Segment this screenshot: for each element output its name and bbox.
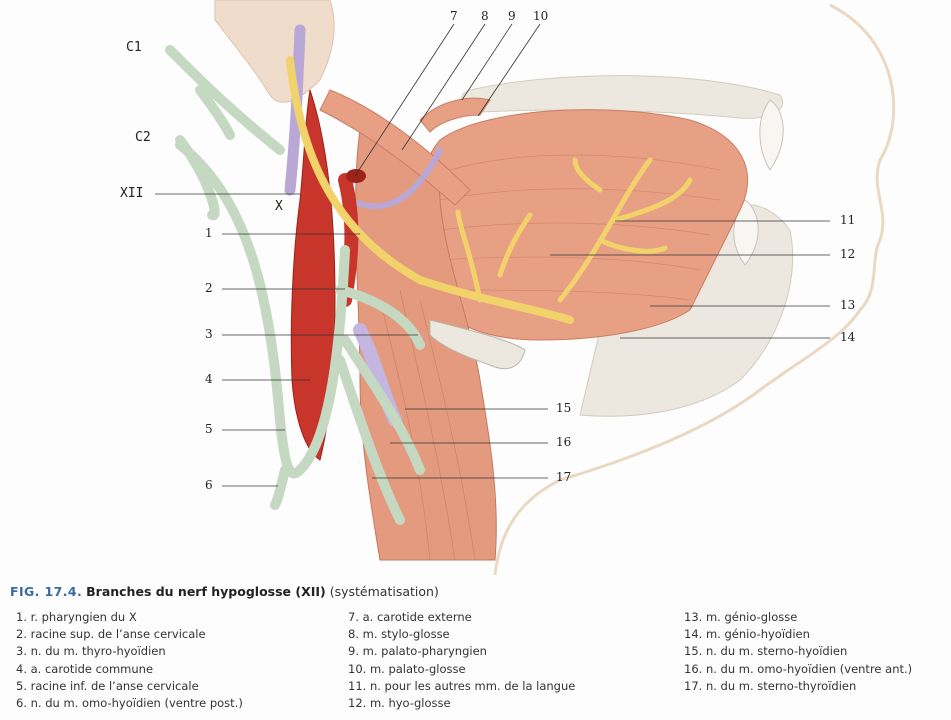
legend-item: 16. n. du m. omo-hyoïdien (ventre ant.) [684,661,913,676]
legend-item: 13. m. génio-glosse [684,610,798,624]
callout-5: 5 [205,422,213,436]
hypoglossal-branch-4 [612,177,693,223]
c1-nerve [165,45,285,155]
c1-branch [195,85,235,140]
skull-base [214,0,335,103]
legend-item: 11. n. pour les autres mm. de la langue [348,678,576,693]
callout-13: 13 [840,298,856,312]
stylo-glosse [319,89,471,206]
callout-1: 1 [205,226,213,240]
callout-8: 8 [481,9,489,23]
legend-item: 17. n. du m. sterno-thyroïdien [684,678,857,693]
sterno-branches [340,335,425,475]
callout-4: 4 [205,372,213,386]
leader-8 [401,23,486,151]
callout-15: 15 [556,401,572,415]
callout-3: 3 [205,327,213,341]
hypoglossal-branch-2 [497,212,533,278]
legend-column-2: 7. a. carotide externe 8. m. stylo-gloss… [348,609,575,712]
pharyngeal-branch [347,147,443,210]
leader-9 [461,23,513,101]
legend-item: 15. n. du m. sterno-hyoïdien [684,644,848,659]
legend-item: 2. racine sup. de l’anse cervicale [16,627,206,642]
leader-10 [477,23,541,117]
legend-item: 1. r. pharyngien du X [16,610,137,624]
legend-column-3: 13. m. génio-glosse 14. m. génio-hyoïdie… [684,609,912,695]
upper-incisor [759,99,784,171]
thyrohyoid-nerve [335,285,425,350]
callout-16: 16 [556,435,572,449]
callout-11: 11 [840,213,856,227]
legend-item: 12. m. hyo-glosse [348,696,451,711]
label-x: X [275,199,283,214]
callout-10: 10 [533,9,549,23]
face-outline [493,3,896,576]
legend-item: 4. a. carotide commune [16,661,154,676]
hypoglossal-branch-5 [597,237,668,254]
hypoglossal-nerve [286,56,574,324]
palato-pharyngien [419,97,491,133]
figure-subtitle: (systématisation) [329,584,439,599]
omohyoid-post [270,465,290,510]
legend-item: 14. m. génio-hyoïdien [684,627,810,642]
callout-6: 6 [205,478,213,492]
legend-item: 6. n. du m. omo-hyoïdien (ventre post.) [16,696,243,711]
callout-7: 7 [450,9,458,23]
hypoglossal-branch-3 [557,157,653,303]
sterno-branches-2 [335,355,405,525]
ansa-inferior [175,140,350,479]
hypoglossal-branch-6 [572,157,603,193]
label-c1: C1 [126,40,142,55]
leader-7 [354,23,455,177]
figure-caption: FIG. 17.4. Branches du nerf hypoglosse (… [10,584,439,599]
callout-2: 2 [205,281,213,295]
figure-title: Branches du nerf hypoglosse (XII) [86,584,326,599]
anatomy-illustration [155,0,896,576]
callout-9: 9 [508,9,516,23]
legend-item: 9. m. palato-pharyngien [348,644,487,659]
legend-column-1: 1. r. pharyngien du X 2. racine sup. de … [16,609,243,712]
callout-12: 12 [840,247,856,261]
legend-item: 5. racine inf. de l’anse cervicale [16,678,199,693]
label-c2: C2 [135,130,151,145]
hyoid-bone [429,319,526,370]
figure-number: FIG. 17.4. [10,584,83,599]
external-carotid-cut [346,169,366,183]
legend-item: 7. a. carotide externe [348,610,472,624]
label-xii: XII [120,186,144,201]
callout-14: 14 [840,330,856,344]
legend-item: 8. m. stylo-glosse [348,627,450,642]
hypoglossal-branch-1 [455,209,483,303]
legend-item: 10. m. palato-glosse [348,661,466,676]
callout-17: 17 [556,470,572,484]
legend-item: 3. n. du m. thyro-hyoïdien [16,644,166,659]
